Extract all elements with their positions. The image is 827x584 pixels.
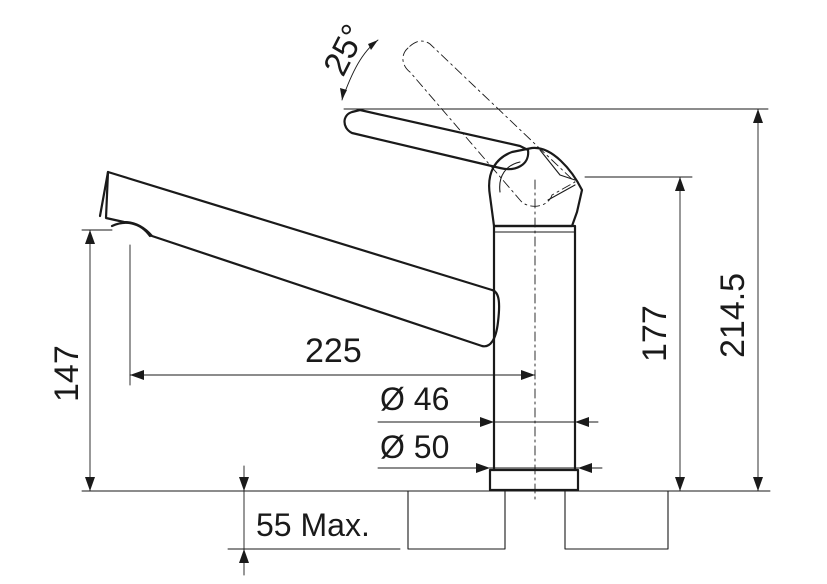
dim-50-arrow-right	[578, 463, 592, 473]
dim-46-arrow-right	[575, 417, 589, 427]
dim-total-height: 214.5	[714, 108, 763, 492]
body-column	[492, 224, 577, 472]
dim-46-arrow-left	[480, 417, 494, 427]
dim-diameter-50: Ø 50	[377, 429, 603, 473]
dim-214-arrow-bottom	[753, 477, 763, 491]
dim-225-arrow-left	[130, 370, 144, 380]
spout-aerator	[110, 221, 152, 238]
dim-55-arrow-top	[239, 477, 249, 491]
extension-lines	[81, 108, 771, 492]
countertop	[407, 490, 669, 550]
dim-225-label: 225	[305, 332, 362, 370]
countertop-right-block	[564, 490, 669, 550]
dim-spout-height: 147	[48, 229, 95, 492]
dim-177-arrow-top	[675, 177, 685, 191]
lever-raised-outline	[402, 40, 576, 207]
base-ring	[488, 468, 580, 492]
lever-raised-position	[402, 40, 576, 207]
faucet-body	[488, 146, 584, 492]
dim-55-label: 55 Max.	[256, 507, 370, 543]
lever-cap	[488, 146, 584, 228]
spout	[98, 170, 501, 348]
dim-177-arrow-bottom	[675, 477, 685, 491]
dim-147-arrow-top	[85, 230, 95, 244]
dim-214-label: 214.5	[714, 273, 752, 358]
spout-tip-edge	[98, 170, 110, 218]
angle-arrow-start	[340, 88, 347, 100]
lever-cap-detail	[499, 149, 576, 201]
countertop-left-block	[407, 490, 506, 550]
dim-reach: 225	[129, 332, 536, 380]
dim-225-arrow-right	[521, 370, 535, 380]
dim-46-label: Ø 46	[380, 381, 449, 417]
dim-214-arrow-top	[753, 109, 763, 123]
dim-counter-thickness: 55 Max.	[227, 465, 401, 576]
dim-177-label: 177	[636, 305, 674, 362]
dim-147-label: 147	[48, 345, 86, 402]
dim-diameter-46: Ø 46	[377, 381, 599, 427]
dim-50-label: Ø 50	[380, 429, 449, 465]
spout-outline	[104, 170, 501, 348]
angle-arrow-end	[368, 40, 378, 50]
dim-55-arrow-bottom	[239, 549, 249, 563]
dim-147-arrow-bottom	[85, 477, 95, 491]
angle-label: 25°	[316, 19, 373, 82]
dim-angle: 25°	[316, 19, 379, 101]
dim-50-arrow-left	[476, 463, 490, 473]
lever-handle	[343, 108, 530, 171]
lever-outline	[343, 108, 530, 171]
dim-body-height: 177	[636, 176, 685, 492]
